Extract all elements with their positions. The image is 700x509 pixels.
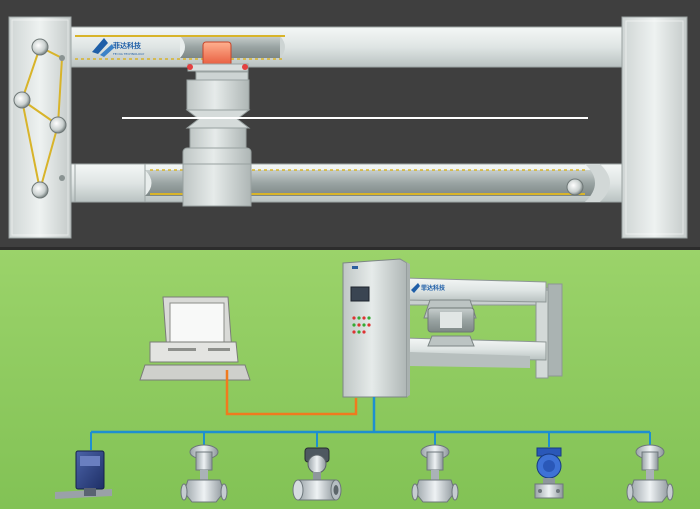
- right-frame: [621, 16, 688, 239]
- motor-actuator-icon: [55, 450, 112, 499]
- belt-path: [20, 46, 64, 191]
- pulley-icon: [13, 91, 31, 109]
- fieldbus: [90, 397, 651, 450]
- pressure-transmitter-icon: [534, 447, 564, 499]
- control-valve-icon: [411, 444, 459, 503]
- left-frame: [8, 16, 72, 239]
- upper-beam: 菲达科技 FEI DA TECHNOLOGY: [70, 26, 624, 72]
- serial-link: [225, 370, 358, 416]
- scanner-frame: 菲达科技: [342, 258, 563, 398]
- pulley-icon: [566, 178, 584, 196]
- cabinet-display: [350, 286, 370, 302]
- pulley-icon: [31, 38, 49, 56]
- control-valve-icon: [626, 444, 674, 503]
- keyboard-icon: [139, 364, 251, 381]
- computer-workstation: [139, 296, 251, 381]
- flow-meter-icon: [292, 447, 342, 501]
- brand-logo: [92, 38, 114, 57]
- pulley-icon: [49, 116, 67, 134]
- frame-brand-name: 菲达科技: [421, 284, 446, 292]
- control-valve-icon: [180, 444, 228, 503]
- pulley-icon: [31, 181, 49, 199]
- scanner-cross-section: 菲达科技 FEI DA TECHNOLOGY: [0, 0, 700, 247]
- desktop-unit: [149, 341, 239, 363]
- brand-name: 菲达科技: [113, 41, 142, 50]
- brand-subtitle: FEI DA TECHNOLOGY: [113, 52, 145, 56]
- cabinet-buttons: [352, 316, 371, 334]
- lower-beam: [70, 163, 624, 207]
- control-system: 菲达科技: [0, 250, 700, 509]
- upper-sensor-head: [202, 41, 232, 67]
- control-cabinet: [342, 258, 408, 398]
